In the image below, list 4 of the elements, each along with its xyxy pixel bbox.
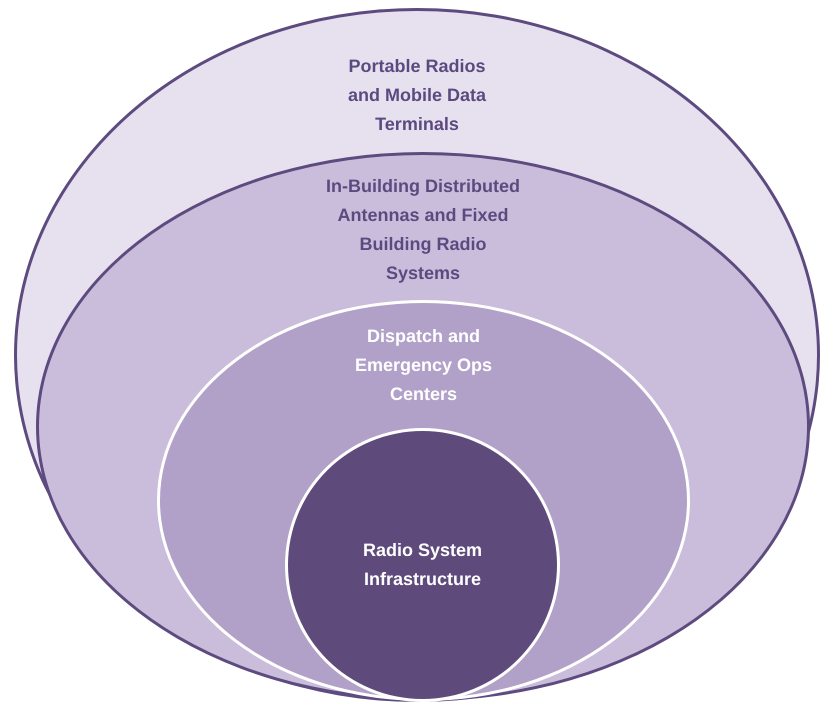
layer-label: Portable Radios and Mobile Data Terminals: [346, 55, 488, 136]
layer-label: Radio System Infrastructure: [362, 539, 484, 591]
layer-label: Dispatch and Emergency Ops Centers: [354, 325, 494, 406]
layer-label: In-Building Distributed Antennas and Fixed Building Radio Systems: [325, 175, 521, 285]
